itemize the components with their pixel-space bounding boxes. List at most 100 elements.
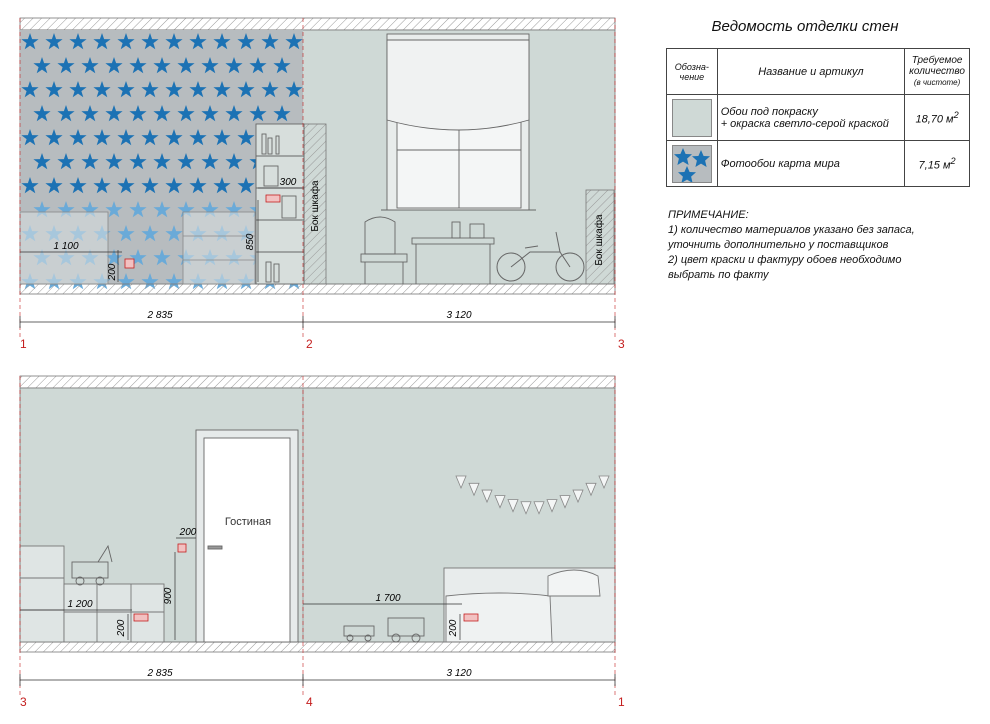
wallpaper-star (69, 33, 87, 50)
stars-swatch-cell (666, 140, 718, 187)
ceiling-slab (19, 17, 616, 31)
paint-swatch (671, 98, 712, 137)
bookshelf (255, 123, 305, 285)
wallpaper-star (21, 129, 39, 146)
notes-block: ПРИМЕЧАНИЕ: 1) количество материалов ука… (668, 208, 968, 283)
notes-heading: ПРИМЕЧАНИЕ: (668, 209, 749, 221)
bunting-flag (520, 501, 532, 515)
bunting-flag (533, 501, 545, 515)
floor-slab-bottom (19, 641, 616, 653)
header-qty-main: Требуемое количество (909, 55, 965, 77)
header-symbol: Обозна- чение (666, 48, 718, 95)
dim-right-width-bottom: 3 120 (446, 668, 471, 679)
wallpaper-star (213, 129, 231, 146)
wallpaper-star (213, 33, 231, 50)
wallpaper-star (141, 33, 159, 50)
wallpaper-star (201, 57, 219, 74)
wallpaper-star (117, 129, 135, 146)
wallpaper-star (93, 81, 111, 98)
wallpaper-star (105, 201, 123, 218)
axis-label-1: 1 (20, 337, 27, 351)
bunting-flag (572, 489, 584, 504)
bunting-flag (481, 489, 493, 504)
axis-label-3-bottom: 3 (20, 695, 27, 709)
bunting-flag (546, 499, 558, 513)
door (195, 429, 299, 643)
row-name-line1: Обои под покраску (720, 105, 818, 118)
floor-slab (19, 283, 616, 295)
wallpaper-star (249, 105, 267, 122)
wallpaper-star (21, 33, 39, 50)
wallpaper-star (45, 177, 63, 194)
dim-switch-offset: 200 (179, 527, 197, 538)
header-qty: Требуемое количество (в чистоте) (904, 48, 970, 95)
dim-shelf-offset: 300 (280, 177, 297, 188)
row-name-line2: + окраска светло-серой краской (720, 117, 889, 130)
wallpaper-star (225, 153, 243, 170)
row-qty-value: 18,70 м (915, 113, 954, 126)
wallpaper-star (33, 105, 51, 122)
axis-label-2: 2 (306, 337, 313, 351)
wallpaper-star (105, 153, 123, 170)
row-name: Фотообои карта мира (716, 140, 906, 187)
wallpaper-star (165, 129, 183, 146)
wallpaper-star (153, 57, 171, 74)
wallpaper-star (33, 153, 51, 170)
wallpaper-star (129, 105, 147, 122)
wallpaper-star (57, 57, 75, 74)
wallpaper-star (129, 153, 147, 170)
wallpaper-star (189, 177, 207, 194)
dim-right-width-top: 3 120 (446, 310, 471, 321)
wallpaper-star (69, 81, 87, 98)
storage-units-top (19, 211, 256, 285)
wallpaper-star (153, 153, 171, 170)
wallpaper-star (129, 249, 147, 266)
shelf-socket-marker (265, 194, 281, 203)
row-qty: 18,70 м2 (904, 94, 970, 141)
wallpaper-star (201, 153, 219, 170)
desk (411, 221, 495, 284)
toy-crane (71, 544, 113, 586)
toy-shelving (19, 545, 165, 643)
row-qty: 7,15 м2 (904, 140, 970, 187)
dim-socket-a-offset: 1 200 (67, 599, 92, 610)
wallpaper-star (273, 105, 291, 122)
wallpaper-star (117, 81, 135, 98)
wallpaper-star (81, 201, 99, 218)
wallpaper-star (249, 57, 267, 74)
bunting-garland (455, 475, 610, 515)
wallpaper-star (153, 105, 171, 122)
bunting-flag (585, 482, 597, 497)
wallpaper-star (105, 249, 123, 266)
wallpaper-star (117, 177, 135, 194)
dim-left-width-bottom: 2 835 (146, 668, 172, 679)
wallpaper-star (165, 33, 183, 50)
dim-shelf-height: 850 (245, 233, 256, 250)
header-name: Название и артикул (716, 48, 906, 95)
wallpaper-star (189, 33, 207, 50)
wallpaper-star (261, 33, 279, 50)
table-header-row: Обозна- чение Название и артикул Требуем… (666, 48, 970, 95)
wallpaper-star (237, 129, 255, 146)
dim-left-width-top: 2 835 (146, 310, 172, 321)
bunting-flag (507, 499, 519, 513)
wallpaper-star (225, 57, 243, 74)
elevation-top-drawing: 1 100 200 300 850 Бок шкафа Бок шкафа 2 … (19, 17, 625, 351)
wallpaper-star (45, 33, 63, 50)
wallpaper-star (117, 33, 135, 50)
wallpaper-star (69, 129, 87, 146)
stars-swatch (671, 144, 712, 183)
wallpaper-star (165, 81, 183, 98)
dim-socket-height-top: 200 (107, 263, 118, 281)
label-wardrobe-side-right: Бок шкафа (593, 214, 605, 266)
wallpaper-star (21, 177, 39, 194)
wallpaper-star (285, 81, 303, 98)
elevation-bottom-drawing: Гостиная 1 200 200 200 900 1 (19, 375, 625, 709)
wallpaper-star (153, 249, 171, 266)
paint-swatch-cell (666, 94, 718, 141)
axis-label-1-bottom: 1 (618, 695, 625, 709)
wallpaper-star (69, 177, 87, 194)
wallpaper-star (285, 33, 303, 50)
socket-marker-a (133, 613, 149, 622)
wallpaper-star (153, 201, 171, 218)
